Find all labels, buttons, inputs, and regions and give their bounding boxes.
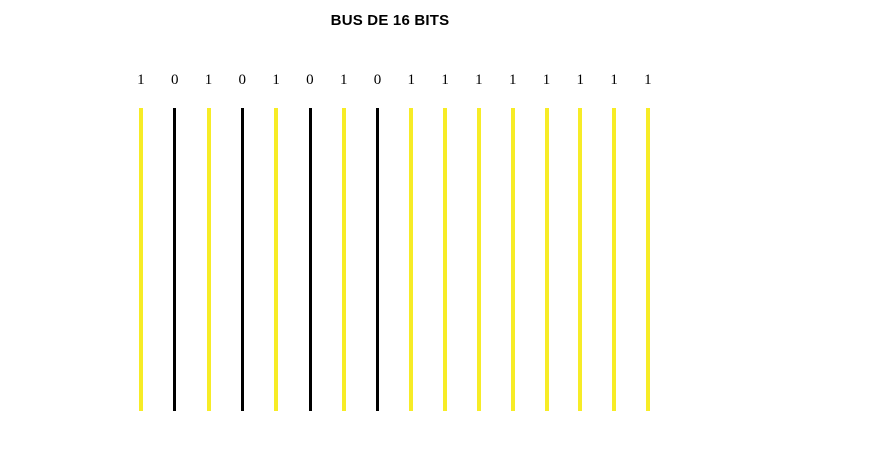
bus-lane: 1	[597, 70, 631, 415]
bus-line	[443, 108, 448, 411]
bit-label: 1	[272, 72, 280, 88]
bus-line	[612, 108, 617, 411]
bus-lane: 1	[394, 70, 428, 415]
bus-lane: 1	[192, 70, 226, 415]
bus-lane-group: 1 0 1 0 1 0 1 0 1 1 1 1 1 1 1 1	[124, 70, 664, 415]
bus-lane: 1	[530, 70, 564, 415]
bit-label: 1	[576, 72, 585, 88]
bus-line	[274, 108, 279, 411]
bus-lane: 1	[259, 70, 293, 415]
bus-line	[544, 108, 549, 411]
bus-lane: 0	[293, 70, 327, 415]
bus-lane: 1	[462, 70, 496, 415]
bus-lane: 0	[361, 70, 395, 415]
bit-label: 0	[170, 72, 179, 88]
bus-line	[173, 108, 177, 411]
bus-lane: 1	[563, 70, 597, 415]
bus-line	[139, 108, 143, 411]
bit-label: 1	[542, 72, 551, 88]
bus-lane: 1	[327, 70, 361, 415]
bus-lane: 1	[496, 70, 530, 415]
bus-lane: 1	[124, 70, 158, 415]
bit-label: 0	[238, 72, 247, 88]
bit-label: 0	[306, 72, 314, 88]
bit-label: 1	[204, 72, 213, 88]
bit-label: 1	[644, 72, 652, 88]
bus-line	[646, 108, 650, 411]
bit-label: 1	[441, 72, 449, 88]
bus-line	[477, 108, 481, 411]
bit-label: 0	[373, 72, 382, 88]
bit-label: 1	[610, 72, 618, 88]
bit-label: 1	[407, 72, 416, 88]
bus-line	[341, 108, 346, 411]
bit-label: 1	[137, 72, 145, 88]
bit-label: 1	[508, 72, 517, 88]
bus-lane: 1	[631, 70, 665, 415]
bus-lane: 0	[225, 70, 259, 415]
bus-line	[578, 108, 583, 411]
bus-lane: 0	[158, 70, 192, 415]
bit-label: 1	[339, 72, 348, 88]
bus-line	[240, 108, 244, 411]
bus-line	[206, 108, 211, 411]
bus-line	[308, 108, 312, 411]
bus-line	[510, 108, 515, 411]
bus-line	[409, 108, 414, 411]
bus-line	[376, 108, 380, 411]
bit-label: 1	[475, 72, 483, 88]
page-title: BUS DE 16 BITS	[330, 12, 450, 29]
bus-lane: 1	[428, 70, 462, 415]
